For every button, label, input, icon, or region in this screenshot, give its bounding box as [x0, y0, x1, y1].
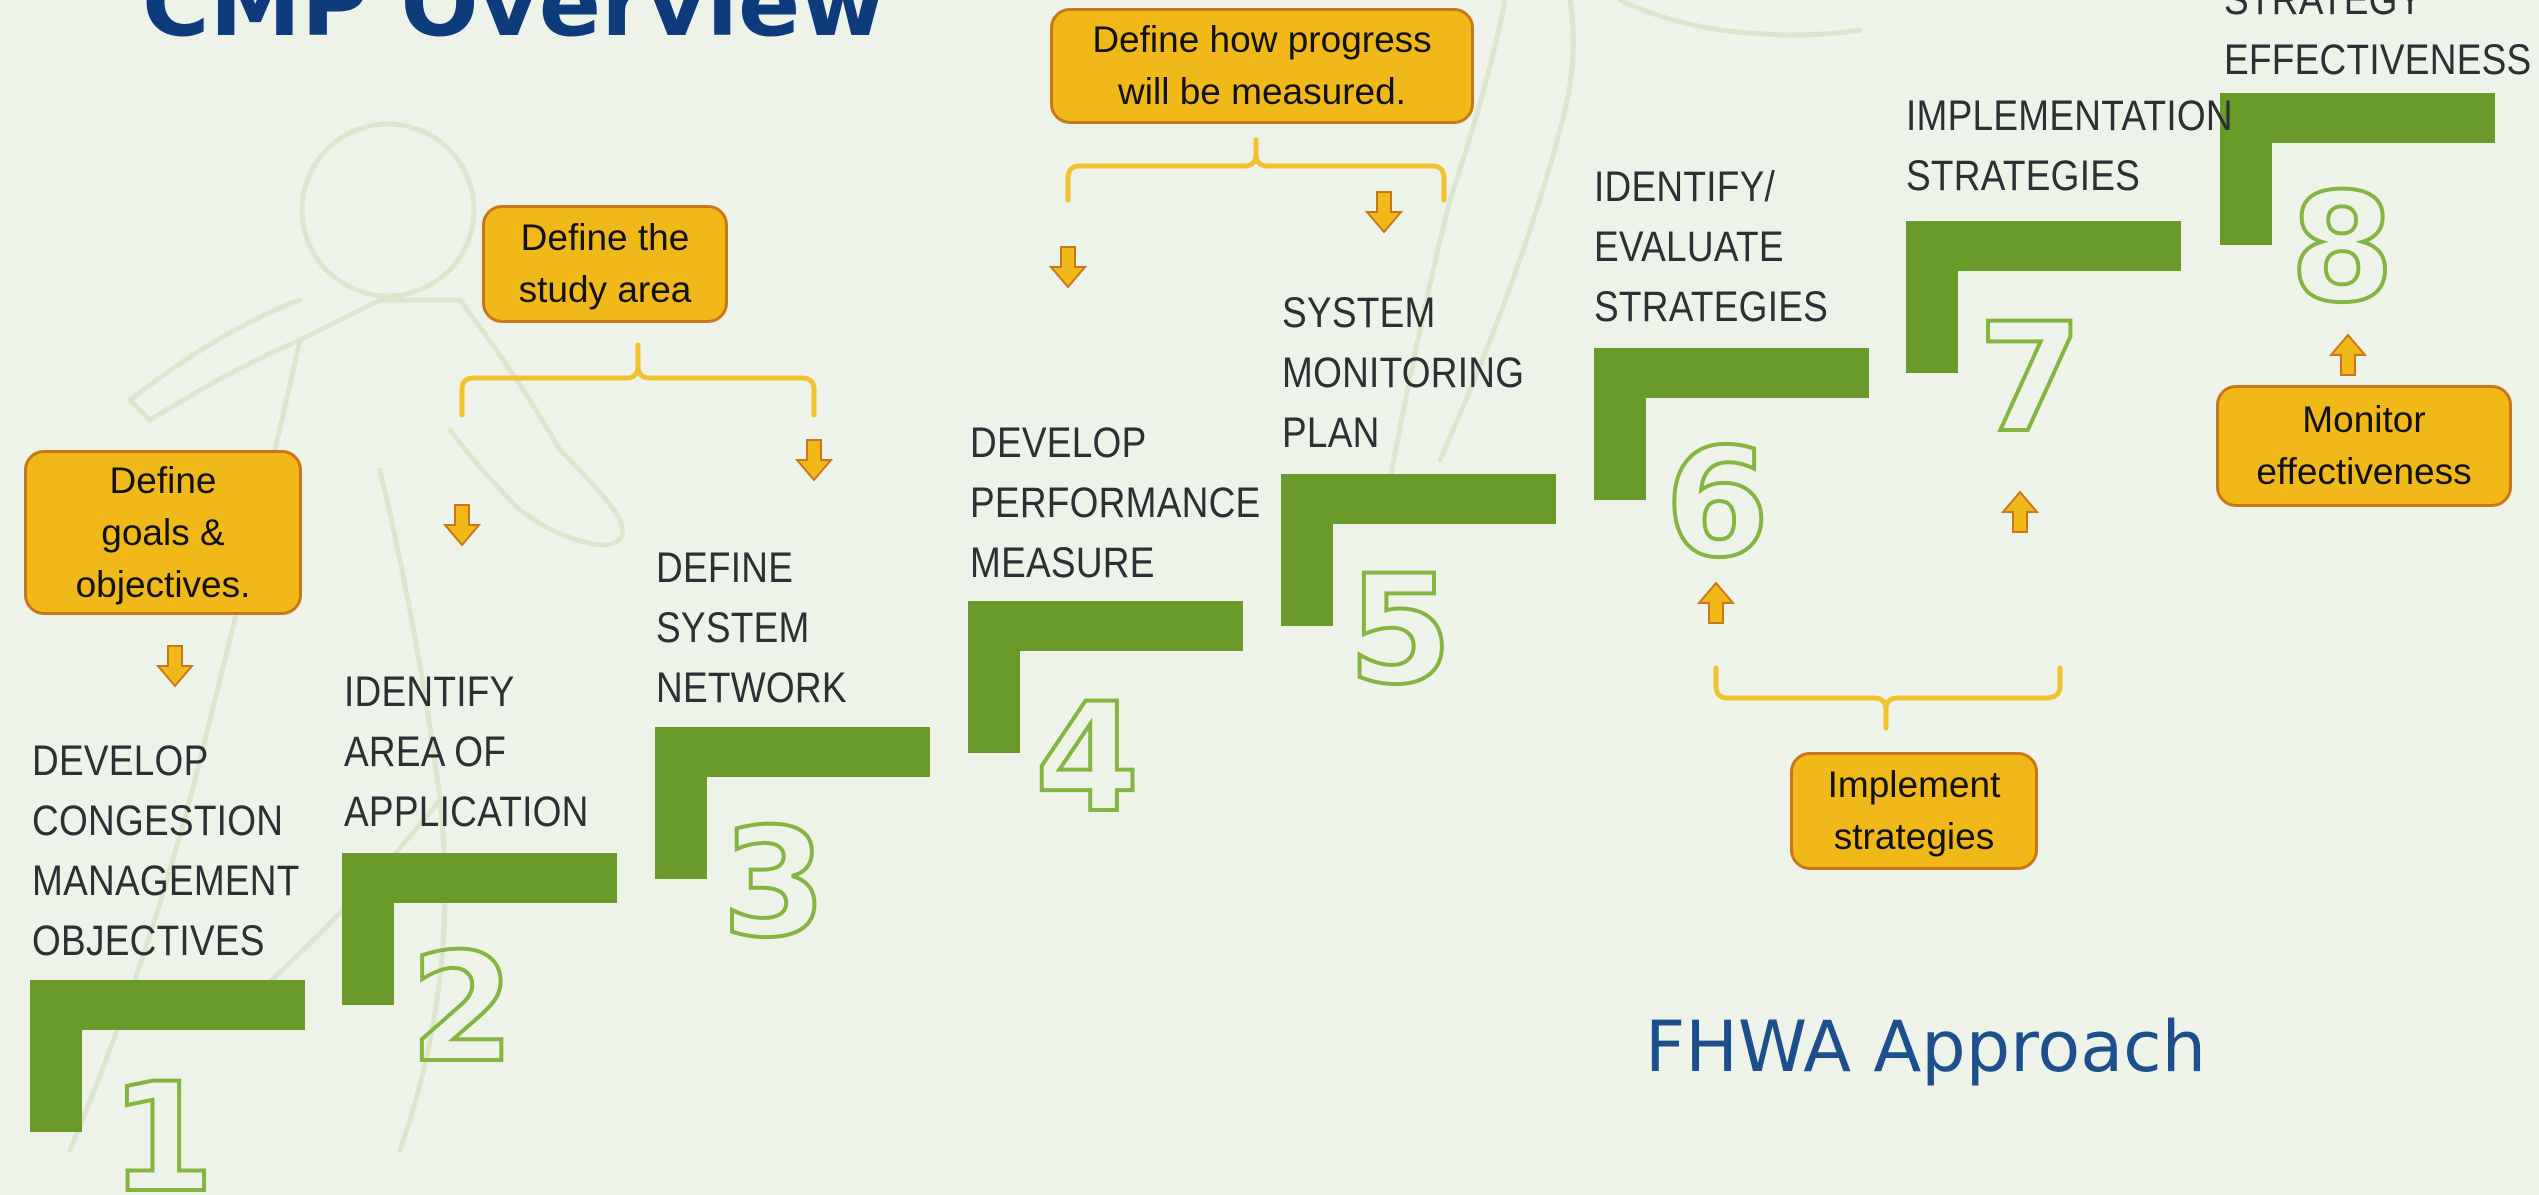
bracket-study-area [459, 342, 817, 418]
step-bar-4 [968, 601, 1243, 753]
callout-study-area: Define the study area [482, 205, 728, 323]
step-label-8: STRATEGY EFFECTIVENESS [2224, 0, 2532, 84]
down-arrow-icon [1050, 246, 1086, 288]
step-number-2: 2 [410, 922, 514, 1096]
step-label-1: DEVELOP CONGESTION MANAGEMENT OBJECTIVES [32, 737, 300, 965]
bracket-progress [1065, 137, 1447, 203]
step-label-2: IDENTIFY AREA OF APPLICATION [344, 668, 589, 836]
step-bar-7 [1906, 221, 2181, 373]
down-arrow-icon [796, 439, 832, 481]
step-number-7: 7 [1978, 292, 2082, 466]
step-number-5: 5 [1348, 544, 1452, 718]
step-bar-1 [30, 980, 305, 1132]
step-bar-3 [655, 727, 930, 879]
step-number-4: 4 [1035, 672, 1139, 846]
page-title: CMP Overview [142, 0, 886, 57]
up-arrow-icon [2330, 334, 2366, 376]
step-number-6: 6 [1665, 417, 1769, 591]
step-label-5: SYSTEM MONITORING PLAN [1282, 289, 1525, 457]
step-number-1: 1 [110, 1052, 214, 1195]
callout-implement: Implement strategies [1790, 752, 2038, 870]
step-label-7: IMPLEMENTATION STRATEGIES [1906, 92, 2233, 200]
step-bar-8 [2220, 93, 2495, 245]
callout-goals: Define goals & objectives. [24, 450, 302, 615]
callout-progress: Define how progress will be measured. [1050, 8, 1474, 124]
step-bar-2 [342, 853, 617, 1005]
bracket-implement [1713, 665, 2063, 731]
step-bar-5 [1281, 474, 1556, 626]
step-number-3: 3 [722, 797, 826, 971]
diagram-caption: FHWA Approach [1645, 1006, 2206, 1088]
step-label-6: IDENTIFY/ EVALUATE STRATEGIES [1594, 163, 1829, 331]
step-label-3: DEFINE SYSTEM NETWORK [656, 544, 847, 712]
step-number-8: 8 [2290, 162, 2394, 336]
step-bar-6 [1594, 348, 1869, 500]
callout-monitor: Monitor effectiveness [2216, 385, 2512, 507]
down-arrow-icon [444, 504, 480, 546]
up-arrow-icon [2002, 491, 2038, 533]
step-label-4: DEVELOP PERFORMANCE MEASURE [970, 419, 1261, 587]
up-arrow-icon [1698, 582, 1734, 624]
down-arrow-icon [1366, 191, 1402, 233]
down-arrow-icon [157, 645, 193, 687]
